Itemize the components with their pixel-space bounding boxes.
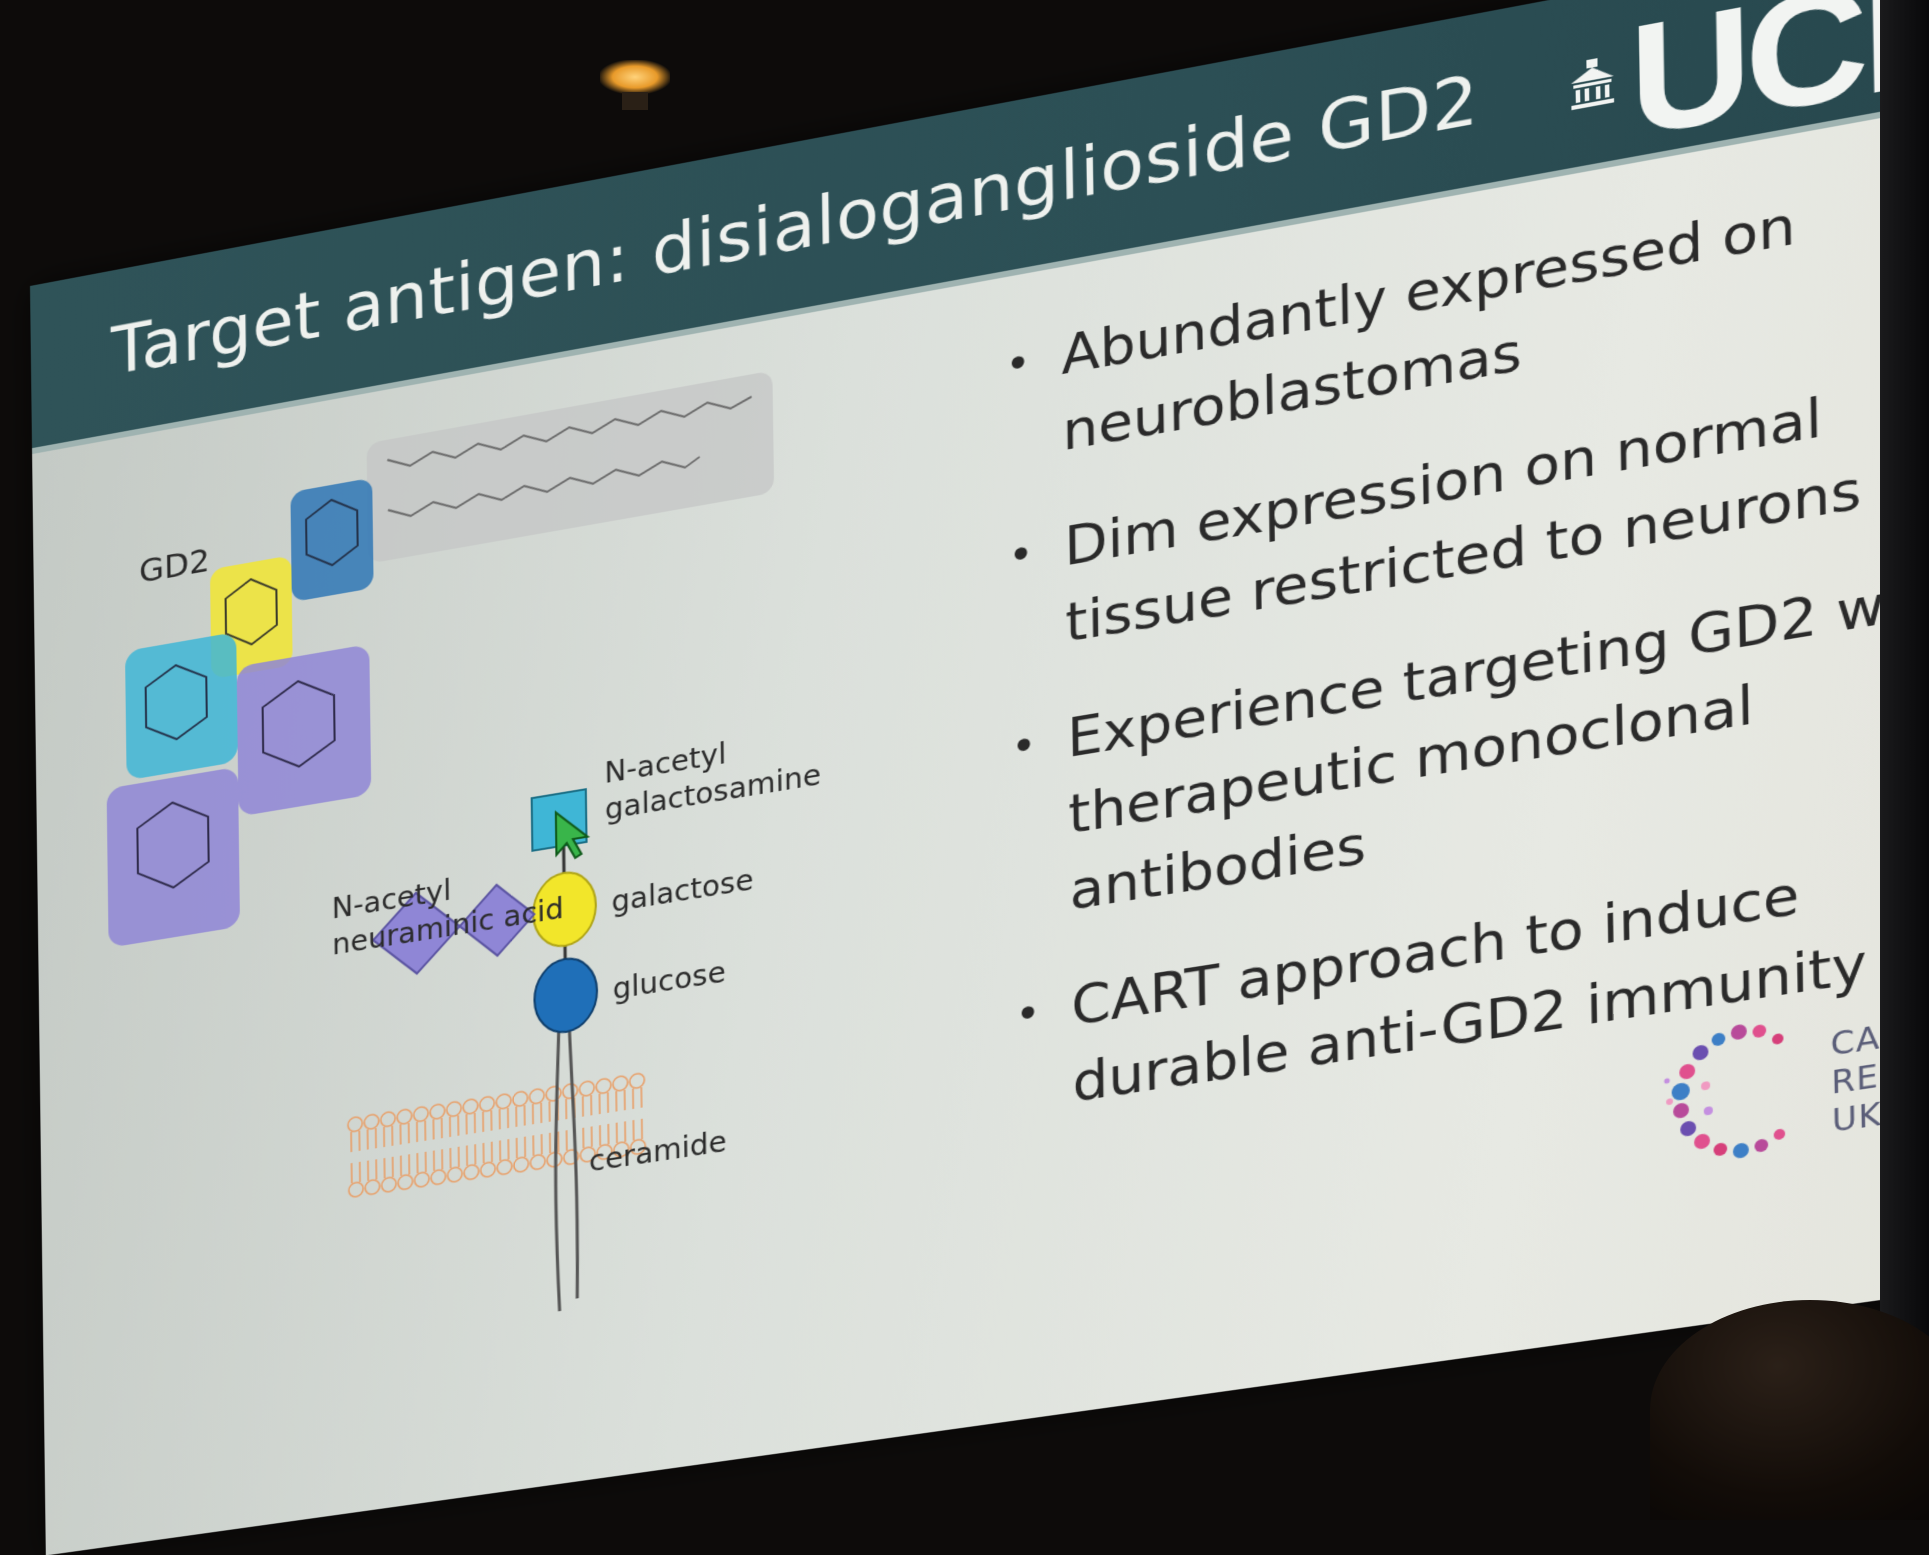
neuraminic-acid-ring-box-2 [106, 766, 241, 948]
glucose-circle [534, 954, 598, 1037]
galactosamine-ring-box [125, 631, 238, 781]
ceiling-light [600, 60, 670, 94]
glucose-ring-box [290, 477, 374, 603]
neuraminic-acid-ring-box-1 [236, 644, 372, 817]
ceiling-fixture [622, 92, 648, 110]
projected-slide: Target antigen: disialoganglioside GD2 U… [30, 0, 1929, 1555]
gd2-structure-svg [106, 370, 775, 1545]
auditorium-background [600, 60, 670, 110]
screen-frame-edge [1880, 0, 1929, 1447]
ucl-portico-icon [1570, 58, 1615, 111]
gd2-diagram: GD2 N-acetyl neuraminic acid N-acetyl ga… [32, 273, 1045, 1545]
ucl-logo: UCL [1563, 0, 1929, 186]
galactose-circle [533, 868, 597, 951]
ceramide-tail-1 [553, 1027, 562, 1311]
cancer-research-c-icon [1664, 1023, 1786, 1160]
ceramide-chain-box [366, 370, 775, 564]
ceramide-tail-2 [569, 1025, 578, 1299]
